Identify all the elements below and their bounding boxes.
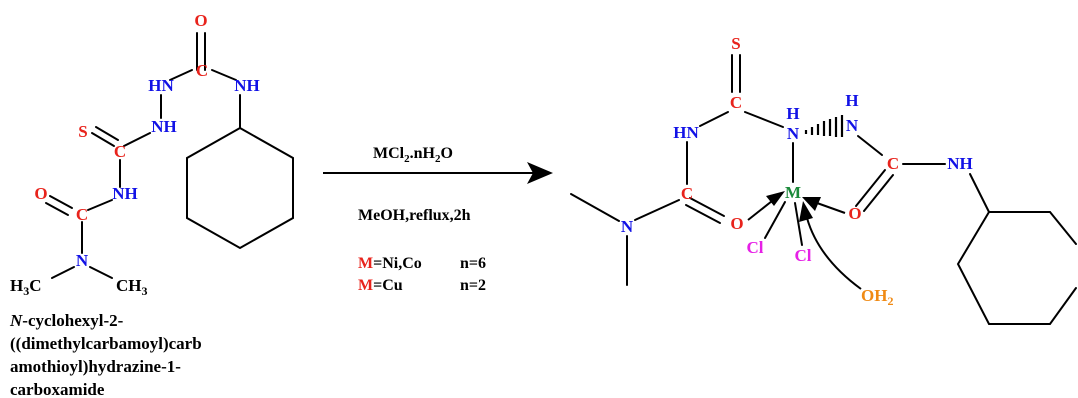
name-line-4: carboxamide [10,380,105,398]
p-atom-nh-right: NH [947,154,973,173]
atom-o-left: O [34,184,47,203]
p-atom-h-top: H [845,91,858,110]
reactant-name: N-cyclohexyl-2- ((dimethylcarbamoyl)carb… [9,311,202,398]
atom-nh-low: NH [112,184,138,203]
product-structure: S C HN N H H N C O N M C O NH Cl Cl OH2 [570,34,1077,325]
p-atom-c-urea: C [887,154,899,173]
reagent-label: MCl2.nH2O [373,145,453,165]
name-line-3: amothioyl)hydrazine-1- [10,357,181,376]
p-atom-s: S [731,34,740,53]
p-atom-oh2: OH2 [861,286,893,308]
product-bonds [570,54,1077,325]
atom-nh-mid: NH [151,117,177,136]
p-atom-c-amide: C [681,184,693,203]
p-atom-n-ring-h: H [786,104,799,123]
methyl-right: CH3 [116,276,148,298]
solvent-label: MeOH,reflux,2h [358,207,471,224]
atom-n-dimethyl: N [76,251,89,270]
name-line-1: -cyclohexyl-2- [22,311,123,330]
atom-s: S [78,122,87,141]
reactant-bonds [45,32,294,279]
p-atom-n-ring: N [787,124,800,143]
p-atom-cl-1: Cl [747,238,764,257]
svg-text:N-cyclohexyl-2-: N-cyclohexyl-2- [9,311,124,330]
hashed-wedge [804,115,844,137]
p-atom-cl-2: Cl [795,246,812,265]
atom-c-amide: C [76,205,88,224]
atom-c-thio: C [114,142,126,161]
p-atom-metal: M [785,183,801,202]
p-atom-n-dimethyl: N [621,217,634,236]
reaction-arrowhead [527,162,553,184]
atom-c-urea: C [196,61,208,80]
p-atom-o-right: O [848,204,861,223]
atom-nh-right: NH [234,76,260,95]
p-atom-n-top: N [846,116,859,135]
p-atom-hn: HN [673,123,699,142]
reactant-structure: O C HN NH S NH C O NH C N H3C CH3 N-cycl… [9,11,294,398]
p-atom-c-thio: C [730,93,742,112]
p-atom-o-left: O [730,214,743,233]
methyl-left: H3C [10,276,42,298]
coordination-arrows [747,191,862,290]
atom-hn-left: HN [148,76,174,95]
name-line-2: ((dimethylcarbamoyl)carb [10,334,202,353]
atom-o-top: O [194,11,207,30]
name-italic-n: N [9,311,23,330]
